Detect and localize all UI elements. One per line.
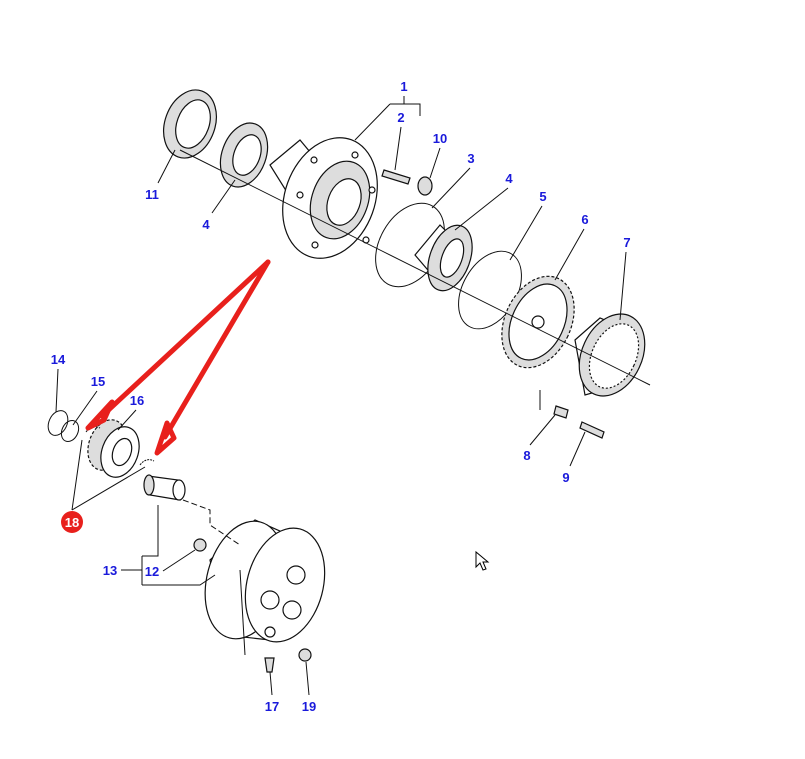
callout-18-highlighted[interactable]: 18 <box>61 511 83 533</box>
callout-2[interactable]: 2 <box>397 110 404 125</box>
part-9-bolt[interactable] <box>579 421 605 439</box>
callout-5[interactable]: 5 <box>539 189 546 204</box>
part-6-carrier[interactable] <box>488 265 588 380</box>
callout-15[interactable]: 15 <box>91 374 105 389</box>
callout-3[interactable]: 3 <box>467 151 474 166</box>
highlight-arrows <box>85 259 271 456</box>
part-15-washer[interactable] <box>58 418 82 445</box>
callout-14[interactable]: 14 <box>51 352 66 367</box>
mouse-cursor-icon <box>475 550 490 571</box>
part-17-screw[interactable] <box>264 657 275 673</box>
callout-4[interactable]: 4 <box>505 171 513 186</box>
part-4-bearing[interactable] <box>212 116 276 193</box>
callout-19[interactable]: 19 <box>302 699 316 714</box>
callout-4-left[interactable]: 4 <box>202 217 210 232</box>
callout-13[interactable]: 13 <box>103 563 117 578</box>
callout-16[interactable]: 16 <box>130 393 144 408</box>
callout-18-label: 18 <box>65 515 79 530</box>
part-2-stud[interactable] <box>381 169 411 185</box>
callout-12[interactable]: 12 <box>145 564 159 579</box>
part-19-plug[interactable] <box>298 648 312 662</box>
callout-10[interactable]: 10 <box>433 131 447 146</box>
part-7-ring-gear[interactable] <box>567 303 658 406</box>
callout-8[interactable]: 8 <box>523 448 530 463</box>
callout-6[interactable]: 6 <box>581 212 588 227</box>
part-12-plug[interactable] <box>193 538 207 552</box>
part-1-hub[interactable] <box>267 124 394 271</box>
part-18-needle-rings[interactable] <box>85 426 155 466</box>
part-14-ring[interactable] <box>44 407 71 438</box>
planetary-cover[interactable] <box>193 512 337 651</box>
callout-9[interactable]: 9 <box>562 470 569 485</box>
part-10-nut[interactable] <box>417 176 433 196</box>
callout-1[interactable]: 1 <box>400 79 407 94</box>
part-11-seal[interactable] <box>155 83 226 166</box>
callout-11[interactable]: 11 <box>145 187 159 202</box>
callout-17[interactable]: 17 <box>265 699 279 714</box>
part-8-bolt[interactable] <box>553 405 569 419</box>
callout-7[interactable]: 7 <box>623 235 630 250</box>
part-16-planet-gear[interactable] <box>81 414 146 482</box>
part-4-bearing-right[interactable] <box>414 219 480 297</box>
part-13-pin[interactable] <box>143 474 186 501</box>
